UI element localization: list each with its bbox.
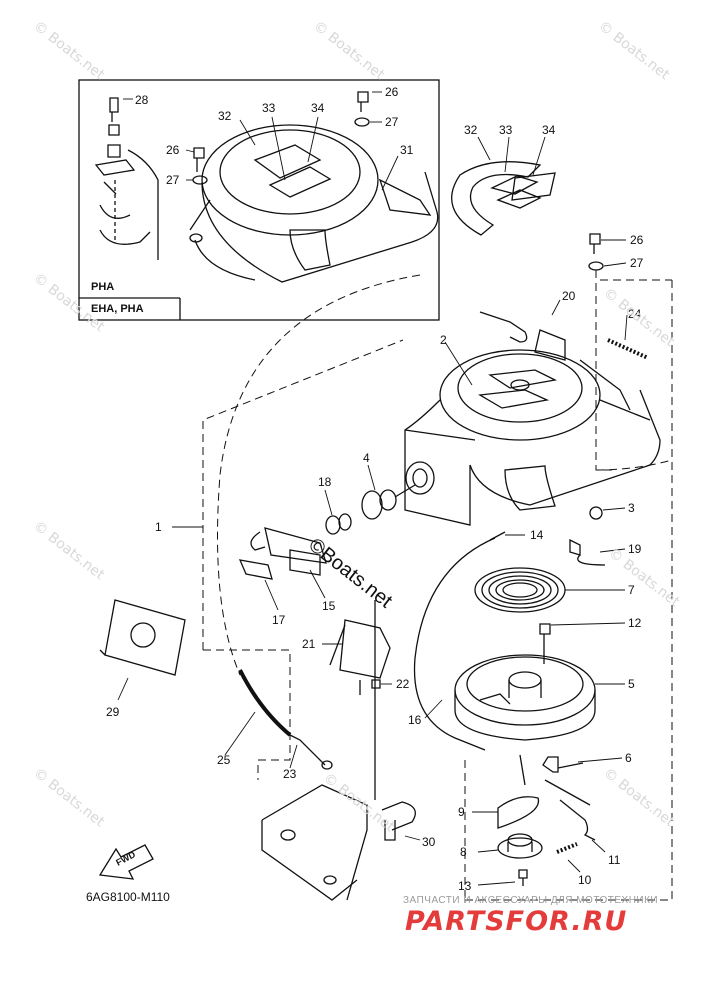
callout-5: 5 bbox=[628, 677, 635, 691]
assembly-dashed-frame bbox=[202, 270, 673, 901]
pulley-5 bbox=[454, 654, 596, 741]
plate-9 bbox=[497, 754, 540, 829]
spring-11 bbox=[544, 779, 596, 841]
callout-15: 15 bbox=[322, 599, 336, 613]
callout-34: 34 bbox=[542, 123, 556, 137]
retainer-8 bbox=[497, 833, 543, 859]
pin-3 bbox=[589, 506, 603, 520]
callout-33: 33 bbox=[262, 101, 276, 115]
callout-27: 27 bbox=[630, 256, 644, 270]
spring-19 bbox=[569, 538, 606, 566]
cable-end-30 bbox=[374, 600, 416, 841]
cable-25 bbox=[238, 669, 333, 770]
callout-16: 16 bbox=[408, 713, 422, 727]
callout-32: 32 bbox=[464, 123, 478, 137]
plate-29 bbox=[99, 599, 186, 676]
callout-25: 25 bbox=[217, 753, 231, 767]
callout-26: 26 bbox=[630, 233, 644, 247]
handle-15-17 bbox=[238, 527, 327, 580]
mounting-bracket bbox=[261, 784, 368, 901]
decals-32-33-34 bbox=[451, 161, 556, 236]
spring-24 bbox=[607, 338, 649, 360]
inset-starter-cover bbox=[189, 124, 439, 283]
bushing-4 bbox=[361, 484, 416, 520]
callout-32: 32 bbox=[218, 109, 232, 123]
callout-8: 8 bbox=[460, 845, 467, 859]
callout-10: 10 bbox=[578, 873, 592, 887]
callout-4: 4 bbox=[363, 451, 370, 465]
callout-13: 13 bbox=[458, 879, 472, 893]
pawl-6 bbox=[542, 756, 584, 773]
inset-label-eha-pha: EHA, PHA bbox=[91, 303, 144, 315]
bolt-13 bbox=[518, 869, 528, 886]
callout-7: 7 bbox=[628, 583, 635, 597]
callout-29: 29 bbox=[106, 705, 120, 719]
grommet-18 bbox=[325, 513, 352, 535]
inset-bolt-26 bbox=[192, 91, 370, 185]
inset-bolt-assembly bbox=[94, 97, 159, 260]
callout-17: 17 bbox=[272, 613, 286, 627]
callout-21: 21 bbox=[302, 637, 316, 651]
callout-6: 6 bbox=[625, 751, 632, 765]
inset-label-pha: PHA bbox=[91, 281, 115, 293]
brand-tagline: ЗАПЧАСТИ И АКСЕССУАРЫ ДЛЯ МОТОТЕХНИКИ bbox=[403, 895, 659, 906]
callout-33: 33 bbox=[499, 123, 513, 137]
cable-16 bbox=[413, 531, 506, 751]
inset-frame bbox=[78, 79, 440, 321]
callout-18: 18 bbox=[318, 475, 332, 489]
callout-28: 28 bbox=[135, 93, 149, 107]
inset-leader-lines bbox=[123, 91, 399, 191]
callout-2: 2 bbox=[440, 333, 447, 347]
spring-10 bbox=[556, 842, 578, 854]
callout-11: 11 bbox=[608, 853, 621, 867]
callout-12: 12 bbox=[628, 616, 642, 630]
callout-26: 26 bbox=[385, 85, 399, 99]
callout-19: 19 bbox=[628, 542, 642, 556]
callout-22: 22 bbox=[396, 677, 410, 691]
callout-31: 31 bbox=[400, 143, 414, 157]
callout-23: 23 bbox=[283, 767, 297, 781]
brand-logo: PARTSFOR.RU bbox=[405, 906, 628, 937]
callout-3: 3 bbox=[628, 501, 635, 515]
callout-27: 27 bbox=[385, 115, 399, 129]
bracket-21 bbox=[329, 619, 391, 695]
callout-9: 9 bbox=[458, 805, 465, 819]
callout-24: 24 bbox=[628, 307, 642, 321]
callout-numbers: 28 32 33 34 26 27 31 26 27 32 33 34 26 2… bbox=[106, 85, 644, 893]
recoil-spring-7 bbox=[474, 567, 566, 613]
callout-14: 14 bbox=[530, 528, 544, 542]
callout-27: 27 bbox=[166, 173, 180, 187]
fwd-arrow-icon bbox=[98, 844, 154, 880]
starter-housing-2 bbox=[404, 349, 661, 526]
callout-34: 34 bbox=[311, 101, 325, 115]
callout-26: 26 bbox=[166, 143, 180, 157]
callout-20: 20 bbox=[562, 289, 576, 303]
main-bolt-26 bbox=[588, 233, 604, 271]
diagram-code: 6AG8100-M110 bbox=[86, 890, 170, 904]
callout-30: 30 bbox=[422, 835, 436, 849]
bolt-22 bbox=[371, 679, 381, 689]
part-20-lever bbox=[479, 311, 566, 361]
callout-1: 1 bbox=[155, 520, 162, 534]
